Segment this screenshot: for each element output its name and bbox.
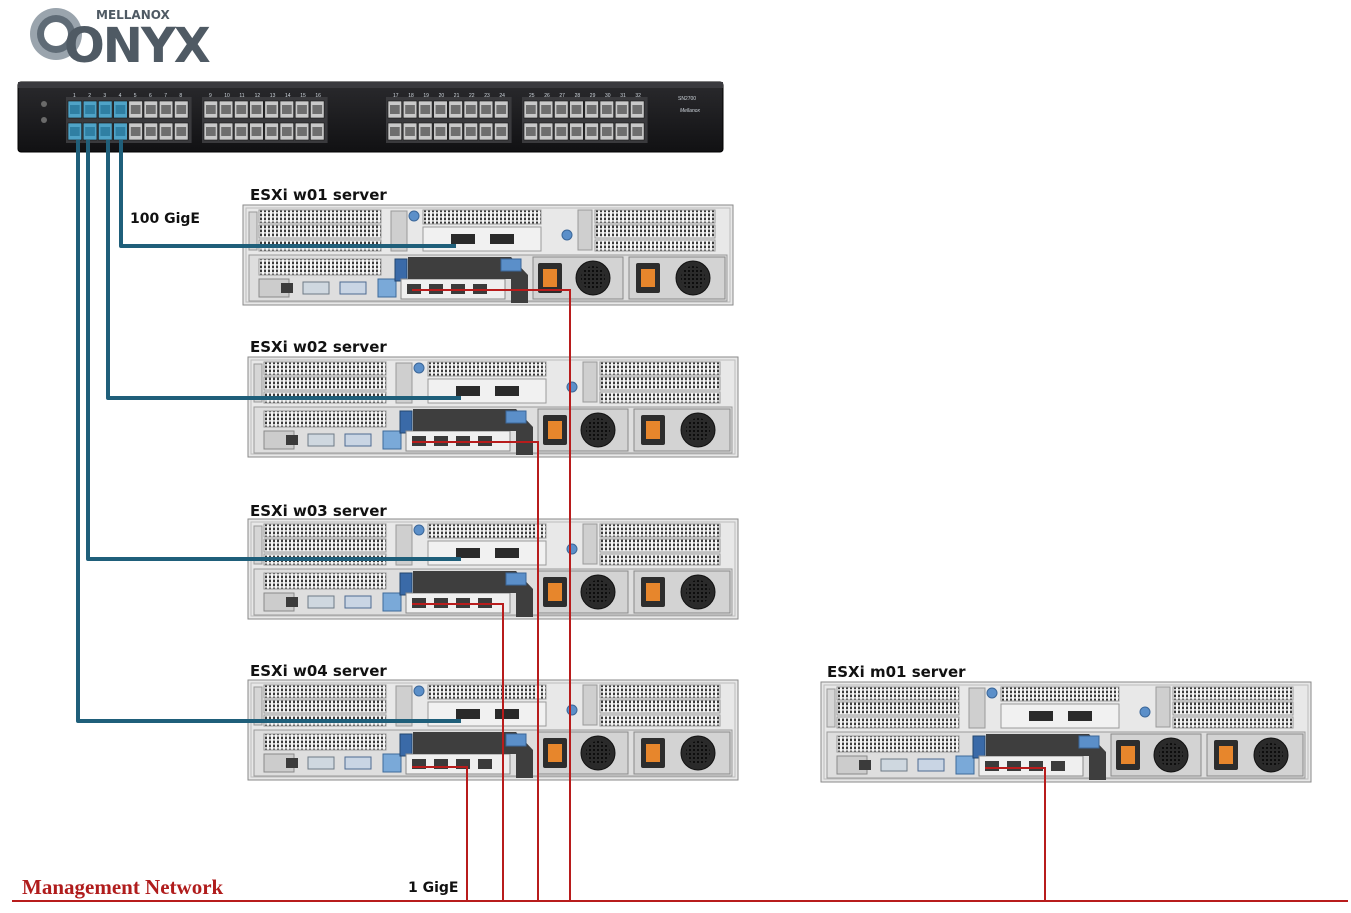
server-label-w02: ESXi w02 server	[250, 338, 387, 356]
switch-model: SN2700	[678, 96, 696, 102]
switch-port-number: 5	[134, 93, 137, 99]
switch-port-number: 24	[499, 93, 505, 99]
switch-port-number: 12	[255, 93, 261, 99]
mgmt-link-speed-label: 1 GigE	[408, 880, 459, 896]
switch-port-number: 20	[439, 93, 445, 99]
server-w02: ESXi w02 server	[247, 338, 739, 458]
switch-port-number: 18	[408, 93, 414, 99]
data-cable-w01	[119, 140, 456, 248]
mgmt-cable-w02	[412, 441, 539, 901]
mellanox-onyx-logo: ONYX MELLANOX	[30, 8, 213, 74]
server-label-w03: ESXi w03 server	[250, 502, 387, 520]
mgmt-cable-m01	[985, 767, 1046, 901]
data-cable-w04	[76, 140, 461, 723]
switch-port-number: 29	[590, 93, 596, 99]
status-led-icon	[41, 101, 47, 107]
server-m01: ESXi m01 server	[820, 663, 1312, 783]
switch-port-number: 30	[605, 93, 611, 99]
server-label-w04: ESXi w04 server	[250, 662, 387, 680]
switch-port-number: 23	[484, 93, 490, 99]
switch-port-number: 31	[620, 93, 626, 99]
switch-port-number: 9	[209, 93, 212, 99]
switch-port-number: 1	[73, 93, 76, 99]
data-cables	[76, 140, 461, 723]
server-label-w01: ESXi w01 server	[250, 186, 387, 204]
mgmt-cables	[12, 289, 1348, 902]
switch-port-number: 7	[164, 93, 167, 99]
management-network-label: Management Network	[22, 875, 224, 899]
switch-port-number: 16	[315, 93, 321, 99]
switch-port-number: 27	[559, 93, 565, 99]
switch-port-number: 32	[635, 93, 641, 99]
switch-port-number: 2	[88, 93, 91, 99]
switch-port-number: 22	[469, 93, 475, 99]
data-link-speed-label: 100 GigE	[130, 211, 200, 227]
switch-port-number: 6	[149, 93, 152, 99]
switch-port-number: 8	[179, 93, 182, 99]
mgmt-cable-w03	[412, 603, 504, 901]
switch-port-number: 19	[423, 93, 429, 99]
switch-port-number: 26	[544, 93, 550, 99]
switch-port-number: 4	[119, 93, 122, 99]
data-cable-w03	[86, 140, 461, 561]
switch-port-number: 15	[300, 93, 306, 99]
switch-port-number: 14	[285, 93, 291, 99]
server-w01: ESXi w01 server	[242, 186, 734, 306]
switch-port-number: 3	[103, 93, 106, 99]
switch-vendor: Mellanox	[680, 108, 701, 114]
switch-port-number: 11	[239, 93, 244, 99]
switch-port-number: 21	[454, 93, 460, 99]
switch-port-number: 13	[270, 93, 276, 99]
switch-port-number: 17	[393, 93, 399, 99]
logo-product-text: ONYX	[64, 18, 211, 74]
server-w03: ESXi w03 server	[247, 502, 739, 620]
mgmt-cable-w04	[412, 766, 468, 901]
status-led-icon	[41, 117, 47, 123]
logo-brand-text: MELLANOX	[96, 8, 171, 22]
switch-port-number: 10	[224, 93, 230, 99]
server-label-m01: ESXi m01 server	[827, 663, 966, 681]
switch-port-number: 25	[529, 93, 535, 99]
mgmt-cable-w01	[412, 289, 571, 901]
data-cable-w02	[106, 140, 461, 400]
server-w04: ESXi w04 server	[247, 662, 739, 781]
switch-port-number: 28	[575, 93, 581, 99]
